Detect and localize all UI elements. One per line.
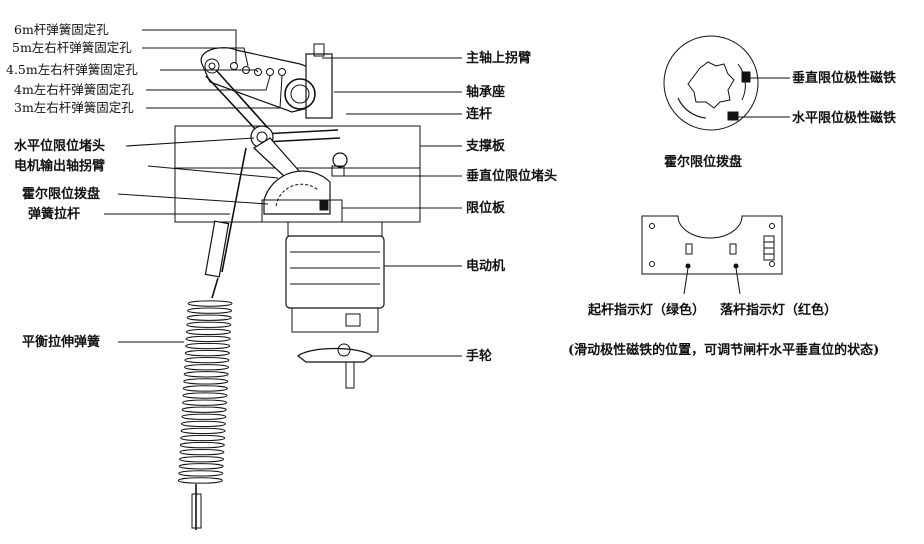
- label-bearing-seat: 轴承座: [466, 84, 505, 100]
- label-connecting-rod: 连杆: [466, 106, 492, 122]
- label-raise-light: 起杆指示灯（绿色）: [587, 302, 705, 318]
- label-horizontal-stop: 水平位限位堵头: [14, 138, 105, 154]
- connecting-rod-shape: [205, 69, 269, 133]
- label-spring-rod: 弹簧拉杆: [28, 206, 80, 222]
- leader-lines: [104, 29, 462, 357]
- label-hole-45m: 4.5m左右杆弹簧固定孔: [6, 62, 138, 77]
- bearing-seat-shape: [305, 53, 333, 119]
- label-hole-3m: 3m左右杆弹簧固定孔: [14, 100, 134, 115]
- label-balance-spring: 平衡拉伸弹簧: [22, 334, 100, 350]
- label-limit-plate: 限位板: [466, 200, 506, 216]
- motor-shape: [285, 235, 385, 309]
- label-main-shaft-arm: 主轴上拐臂: [466, 50, 531, 66]
- label-hole-6m: 6m杆弹簧固定孔: [14, 22, 109, 37]
- hall-disc-detail: [663, 35, 790, 131]
- label-hole-5m: 5m左右杆弹簧固定孔: [12, 40, 132, 55]
- label-motor-arm: 电机输出轴拐臂: [14, 158, 105, 174]
- label-handwheel: 手轮: [466, 348, 492, 364]
- spring-holes: [204, 58, 286, 76]
- spring-rod-shape: [221, 147, 247, 273]
- hall-disc-shape: [263, 170, 331, 215]
- label-lower-light: 落杆指示灯（红色）: [720, 302, 837, 318]
- label-vertical-magnet: 垂直限位极性磁铁: [792, 70, 896, 86]
- label-motor: 电动机: [466, 258, 505, 274]
- label-hole-4m: 4m左右杆弹簧固定孔: [14, 82, 134, 97]
- indicator-board-detail: [641, 215, 783, 295]
- label-support-plate: 支撑板: [465, 138, 506, 154]
- label-vertical-stop: 垂直位限位堵头: [466, 168, 557, 184]
- label-hall-disc: 霍尔限位拨盘: [22, 186, 100, 202]
- label-disc-caption: 霍尔限位拨盘: [664, 154, 742, 170]
- handwheel-shape: [297, 347, 373, 363]
- label-horizontal-magnet: 水平限位极性磁铁: [792, 110, 896, 126]
- balance-spring-shape: [177, 300, 233, 484]
- label-adjust-note: (滑动极性磁铁的位置，可调节闸杆水平垂直位的状态): [568, 342, 879, 358]
